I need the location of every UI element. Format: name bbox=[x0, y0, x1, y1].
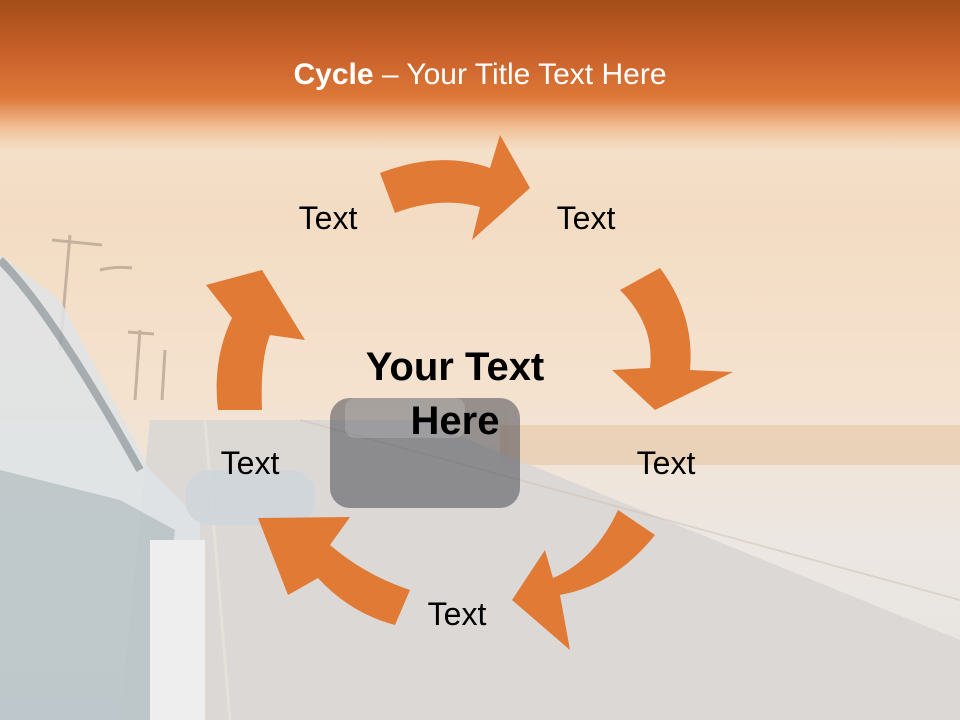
cycle-arrow-left bbox=[206, 270, 305, 410]
slide-title: Cycle – Your Title Text Here bbox=[0, 58, 960, 92]
cycle-arrow-top bbox=[380, 135, 530, 240]
cycle-label-left: Text bbox=[220, 445, 280, 481]
cycle-label-top-left: Text bbox=[298, 200, 358, 236]
cycle-label-right: Text bbox=[636, 445, 696, 481]
center-text-line1: Your Text bbox=[365, 345, 545, 389]
cycle-arrow-bottom-left bbox=[258, 517, 410, 625]
center-text: Your Text Here bbox=[325, 340, 585, 448]
cycle-arrow-bottom-right bbox=[512, 510, 655, 650]
cycle-label-top-right: Text bbox=[556, 200, 616, 236]
cycle-label-bottom: Text bbox=[427, 596, 487, 632]
center-text-line2: Here bbox=[410, 399, 500, 443]
title-rest: – Your Title Text Here bbox=[373, 58, 667, 91]
title-bold: Cycle bbox=[293, 58, 374, 91]
cycle-arrow-right bbox=[612, 268, 733, 410]
title-bar bbox=[0, 0, 960, 150]
